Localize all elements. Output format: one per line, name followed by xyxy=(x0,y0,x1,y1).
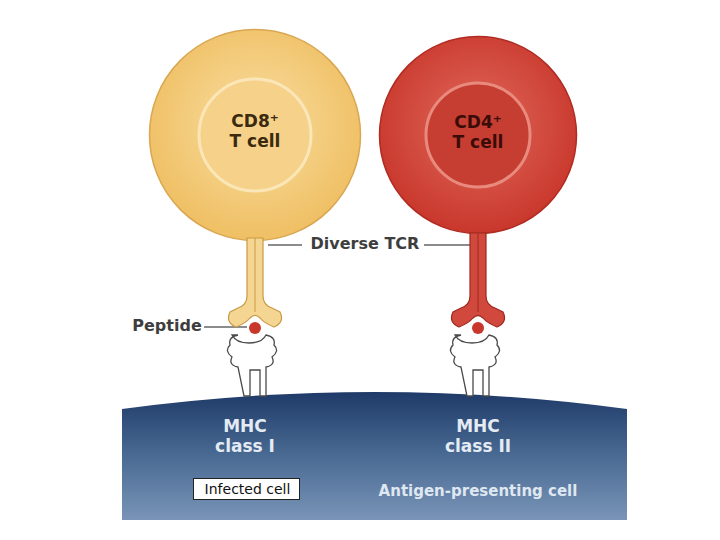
cell-surface-band: MHC class I MHC class II Antigen-presentin… xyxy=(122,385,627,520)
node-text: CD4⁺ T cell xyxy=(446,113,510,152)
cell-body xyxy=(150,30,361,241)
peptide-dot xyxy=(249,322,261,334)
cell-body xyxy=(380,37,577,234)
node-text: MHC class I xyxy=(210,417,280,456)
node-text: CD8⁺ T cell xyxy=(223,112,287,151)
tcr-chain xyxy=(228,238,281,327)
node-text: MHC class II xyxy=(440,417,516,456)
tcr-chain xyxy=(451,233,504,327)
t-cell-circle: CD4⁺ T cell xyxy=(378,35,578,235)
cell-label-box: Infected cell xyxy=(193,478,300,500)
tcr-symbol xyxy=(451,233,504,327)
mhc-molecule xyxy=(227,335,276,396)
tcr-symbol xyxy=(228,238,281,327)
peptide-dot xyxy=(472,322,484,334)
tcr-divider xyxy=(255,238,256,312)
node-text: Infected cell xyxy=(194,481,301,497)
node-text: Antigen-presenting cell xyxy=(358,483,598,500)
t-cell-circle: CD8⁺ T cell xyxy=(148,28,362,242)
leader-line xyxy=(204,326,247,327)
annotation-label: Diverse TCR xyxy=(303,235,427,253)
annotation-label: Peptide xyxy=(128,317,206,335)
tcr-divider xyxy=(478,233,479,312)
mhc-molecule xyxy=(450,335,499,396)
cell-surface xyxy=(122,392,627,520)
cell-nucleus xyxy=(426,83,530,187)
cell-nucleus xyxy=(199,79,311,191)
leader-line xyxy=(268,244,302,245)
leader-line xyxy=(424,244,470,245)
